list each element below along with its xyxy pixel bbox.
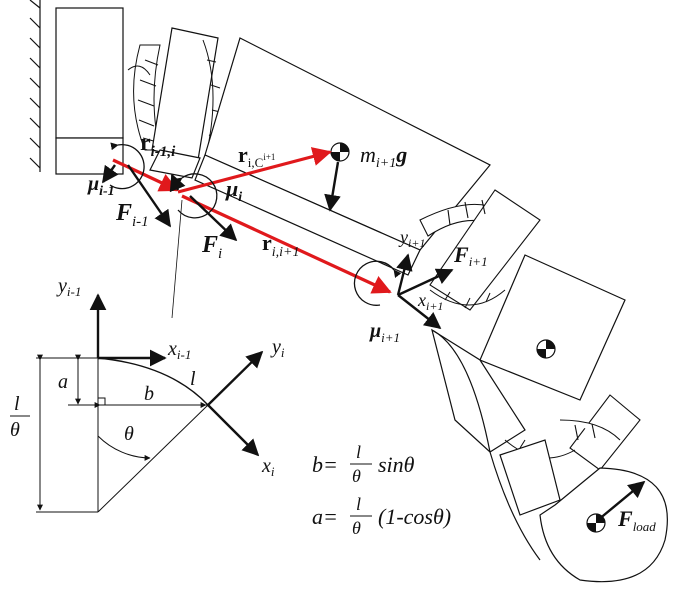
com-marker-link-i [330, 142, 350, 162]
label-x-i: xi [261, 455, 275, 479]
label-mg: mi+1g [360, 142, 407, 171]
svg-text:b=: b= [312, 452, 338, 477]
fixed-wall [29, 0, 41, 172]
arrow-F-i-short [169, 173, 186, 193]
axis-y-i [207, 350, 264, 406]
svg-text:θ: θ [352, 518, 361, 538]
arrow-gravity [324, 161, 341, 212]
label-l: l [190, 368, 196, 390]
arrow-x-next [397, 294, 442, 330]
label-y-prev: yi-1 [56, 275, 81, 299]
inset-leader-line [171, 199, 183, 319]
label-mu-prev: μi-1 [87, 173, 115, 199]
equation-a: a= l θ (1-cosθ) [312, 494, 451, 538]
label-y-next: yi+1 [398, 227, 425, 250]
actuator-2-blades [429, 289, 506, 309]
svg-text:(1-cosθ): (1-cosθ) [378, 504, 451, 529]
link-i-minus-block [149, 27, 219, 179]
label-F-load: Fload [617, 506, 656, 534]
label-x-prev: xi-1 [167, 338, 191, 362]
label-mu-next: μi+1 [369, 320, 400, 345]
label-r-next: ri,i+1 [262, 230, 300, 260]
svg-text:θ: θ [10, 419, 20, 441]
arrow-F-prev [127, 164, 171, 228]
label-F-i: Fi [201, 232, 222, 262]
vector-r-prev [112, 158, 179, 192]
svg-text:l: l [356, 494, 361, 514]
arrow-F-load [597, 480, 646, 521]
moment-mu-next [353, 260, 402, 306]
label-r-com: ri,Ci+1 [238, 142, 275, 170]
actuator-3 [559, 394, 641, 471]
label-b: b [144, 383, 154, 405]
label-l-over-theta: l θ [10, 393, 30, 441]
label-x-next: xi+1 [417, 290, 443, 313]
svg-text:l: l [14, 393, 20, 415]
label-y-i: yi [270, 336, 285, 360]
link-i-plus-1 [431, 254, 626, 453]
svg-text:θ: θ [352, 466, 361, 486]
axis-x-i [207, 404, 260, 457]
moment-mu-i [174, 173, 218, 219]
label-a: a [58, 371, 68, 393]
labels: ri-1,i ri,Ci+1 ri,i+1 mi+1g μi-1 μi μi+1… [10, 130, 656, 534]
inset-axes [89, 293, 264, 457]
label-F-prev: Fi-1 [115, 200, 149, 230]
arrow-F-prev-short [102, 164, 119, 184]
moment-arcs [109, 142, 402, 306]
arrow-y-next [396, 253, 413, 296]
vector-r-com [177, 147, 332, 194]
link-i-body [194, 37, 491, 276]
moment-mu-prev [109, 142, 145, 190]
label-mu-i: μi [225, 176, 242, 205]
base-link [55, 7, 124, 175]
label-F-other: Fi+1 [453, 242, 488, 269]
end-effector [489, 439, 668, 583]
actuator-2 [419, 189, 541, 311]
com-marker-link-i-plus-1 [536, 339, 556, 359]
svg-text:sinθ: sinθ [378, 452, 415, 477]
label-theta: θ [124, 423, 134, 445]
svg-text:l: l [356, 442, 361, 462]
force-arrows [102, 161, 646, 521]
actuator-1 [127, 44, 161, 151]
arrow-F-i [189, 195, 238, 242]
arrow-F-other [397, 268, 454, 297]
label-r-prev: ri-1,i [140, 130, 176, 160]
svg-text:a=: a= [312, 504, 338, 529]
equation-b: b= l θ sinθ [312, 442, 415, 486]
inset-geometry [36, 354, 209, 513]
